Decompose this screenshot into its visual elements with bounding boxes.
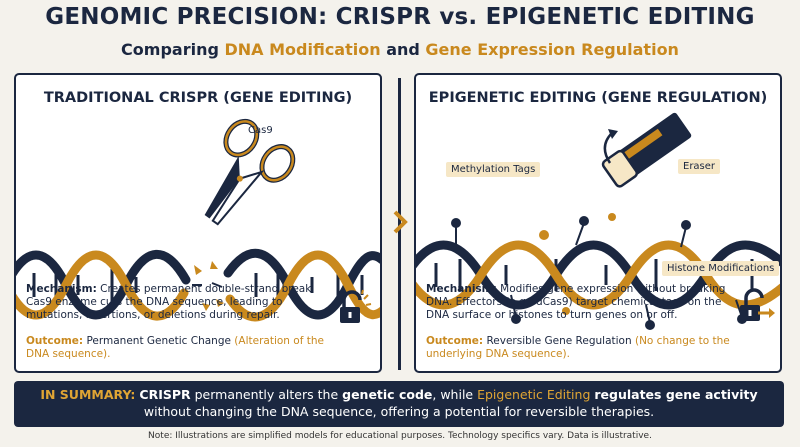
crispr-outcome: Outcome: Permanent Genetic Change (Alter… xyxy=(26,335,336,361)
panel-divider xyxy=(398,78,401,370)
scissors-icon xyxy=(204,118,296,226)
subtitle-highlight-gene: Gene Expression Regulation xyxy=(425,40,679,59)
eraser-label: Eraser xyxy=(678,159,721,174)
subtitle-mid: and xyxy=(380,40,426,59)
page-subtitle: Comparing DNA Modification and Gene Expr… xyxy=(0,40,800,59)
outcome-paren: (Alteration of the DNA sequence). xyxy=(26,335,324,360)
dna-helix-broken xyxy=(16,249,380,322)
summary-genetic-code: genetic code xyxy=(342,387,433,402)
page-title: GENOMIC PRECISION: CRISPR vs. EPIGENETIC… xyxy=(45,4,755,30)
epigenetic-panel: EPIGENETIC EDITING (GENE REGULATION) xyxy=(414,73,782,373)
summary-epigenetic: Epigenetic Editing xyxy=(477,387,591,402)
outcome-paren: (No change to the underlying DNA sequenc… xyxy=(426,335,730,360)
outcome-text: Reversible Gene Regulation xyxy=(483,335,635,347)
histone-modifications-label: Histone Modifications xyxy=(662,261,780,276)
footnote: Note: Illustrations are simplified model… xyxy=(148,431,652,441)
summary-text-3: , while xyxy=(432,387,478,402)
epigenetic-panel-title: EPIGENETIC EDITING (GENE REGULATION) xyxy=(428,90,768,106)
unlocked-padlock-icon xyxy=(340,289,372,323)
summary-crispr: CRISPR xyxy=(139,387,191,402)
cas9-label: Cas9 xyxy=(248,125,273,136)
mechanism-text: Creates permanent double-strand break. C… xyxy=(26,283,315,321)
summary-label: IN SUMMARY: xyxy=(40,387,136,402)
chevron-right-icon xyxy=(393,210,408,234)
unlock-arrow-icon xyxy=(740,288,775,321)
eraser-icon xyxy=(601,112,692,188)
mechanism-label: Mechanism: xyxy=(426,283,497,295)
outcome-label: Outcome: xyxy=(426,335,484,347)
summary-text-2: permanently alters the xyxy=(190,387,343,402)
epigenetic-outcome: Outcome: Reversible Gene Regulation (No … xyxy=(426,335,748,361)
epigenetic-mechanism: Mechanism: Modifies gene expression with… xyxy=(426,283,734,322)
summary-text-5: without changing the DNA sequence, offer… xyxy=(143,404,655,419)
crispr-panel-title: TRADITIONAL CRISPR (GENE EDITING) xyxy=(43,90,353,106)
dna-helix-with-tags xyxy=(416,213,780,330)
crispr-mechanism: Mechanism: Creates permanent double-stra… xyxy=(26,283,331,322)
mechanism-label: Mechanism: xyxy=(26,283,97,295)
summary-regulates: regulates gene activity xyxy=(594,387,758,402)
subtitle-highlight-dna: DNA Modification xyxy=(224,40,381,59)
outcome-text: Permanent Genetic Change xyxy=(83,335,235,347)
summary-banner: IN SUMMARY: CRISPR permanently alters th… xyxy=(14,381,784,427)
crispr-panel: TRADITIONAL CRISPR (GENE EDITING) xyxy=(14,73,382,373)
outcome-label: Outcome: xyxy=(26,335,84,347)
methylation-tags-label: Methylation Tags xyxy=(446,162,541,177)
mechanism-text: Modifies gene expression without breakin… xyxy=(426,283,726,321)
subtitle-pre: Comparing xyxy=(121,40,225,59)
